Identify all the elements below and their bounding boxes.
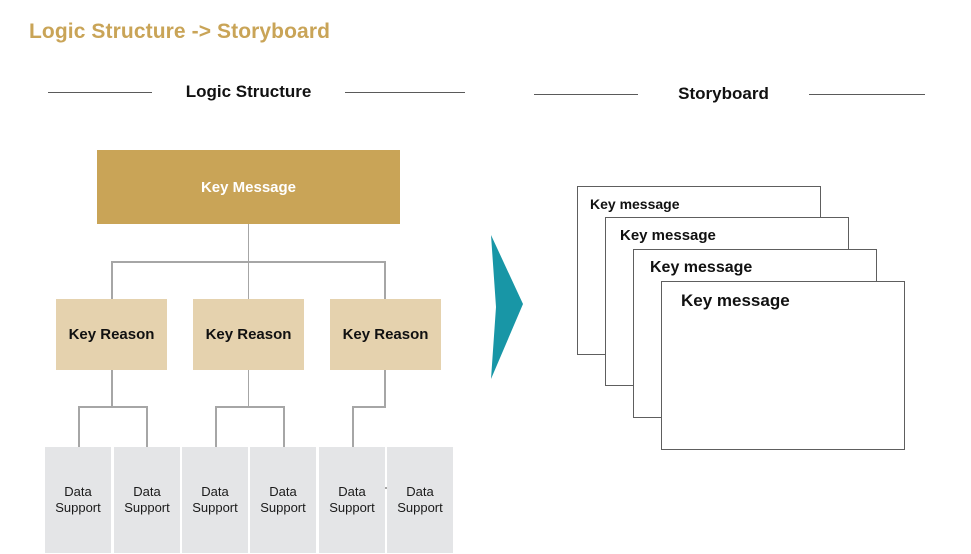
node-key-reason-3[interactable]: Key Reason [330,299,441,370]
page-title: Logic Structure -> Storyboard [29,20,331,43]
node-key-reason-2[interactable]: Key Reason [193,299,304,370]
storyboard-card-1-title: Key message [590,196,680,212]
connector-to-key-reason-2 [247,261,250,299]
node-data-support-3-line1: Data [201,483,229,499]
node-data-support-4-line2: Support [260,500,306,515]
node-data-support-6[interactable]: Data Support [387,447,453,553]
header-rule-left [534,93,638,95]
node-key-message[interactable]: Key Message [97,150,400,224]
connector-to-data-support-2 [146,406,148,447]
node-data-support-6-line1: Data [406,483,434,499]
node-data-support-1[interactable]: Data Support [45,447,111,553]
storyboard-card-3-title: Key message [650,259,753,276]
node-data-support-5[interactable]: Data Support [319,447,385,553]
header-rule-left [48,91,152,93]
right-arrow-icon [491,235,523,379]
connector-to-key-reason-1 [111,261,113,299]
storyboard-card-4-title: Key message [681,291,790,310]
node-key-message-label: Key Message [200,178,297,196]
node-data-support-1-line1: Data [64,483,92,499]
section-label-logic-structure: Logic Structure [185,82,312,101]
section-header-storyboard: Storyboard [534,83,925,105]
connector-key-reason-3-stem [384,370,386,407]
node-key-reason-2-label: Key Reason [205,326,292,343]
node-data-support-3-line2: Support [192,500,238,515]
node-key-reason-3-label: Key Reason [342,326,429,343]
node-data-support-4-line1: Data [269,483,297,499]
node-data-support-5-line2: Support [329,500,375,515]
connector-key-message-stem [247,224,250,262]
section-label-storyboard: Storyboard [678,84,769,103]
logic-structure-diagram: Key Message Key Reason Key Reason Key Re… [0,0,480,554]
node-data-support-1-line2: Support [55,500,101,515]
node-data-support-6-line2: Support [397,500,443,515]
node-data-support-3[interactable]: Data Support [182,447,248,553]
node-key-reason-1[interactable]: Key Reason [56,299,167,370]
connector-group2-bus [215,406,284,408]
connector-to-data-support-5 [352,406,354,447]
connector-key-reason-1-stem [111,370,113,407]
node-data-support-2-line2: Support [124,500,170,515]
node-data-support-2[interactable]: Data Support [114,447,180,553]
connector-group3-bus [352,406,386,408]
connector-to-key-reason-3 [384,261,386,299]
node-data-support-4[interactable]: Data Support [250,447,316,553]
header-rule-right [809,93,925,95]
storyboard-card-2-title: Key message [620,227,716,244]
header-rule-right [345,91,465,93]
node-key-reason-1-label: Key Reason [68,326,155,343]
node-data-support-2-line1: Data [133,483,161,499]
section-header-logic-structure: Logic Structure [48,81,465,103]
node-data-support-5-line1: Data [338,483,366,499]
connector-key-reason-2-stem [247,370,250,407]
storyboard-card-4[interactable]: Key message [661,281,905,450]
connector-group1-bus [78,406,147,408]
connector-to-data-support-3 [215,406,217,447]
connector-to-data-support-4 [283,406,285,447]
connector-to-data-support-1 [78,406,80,447]
